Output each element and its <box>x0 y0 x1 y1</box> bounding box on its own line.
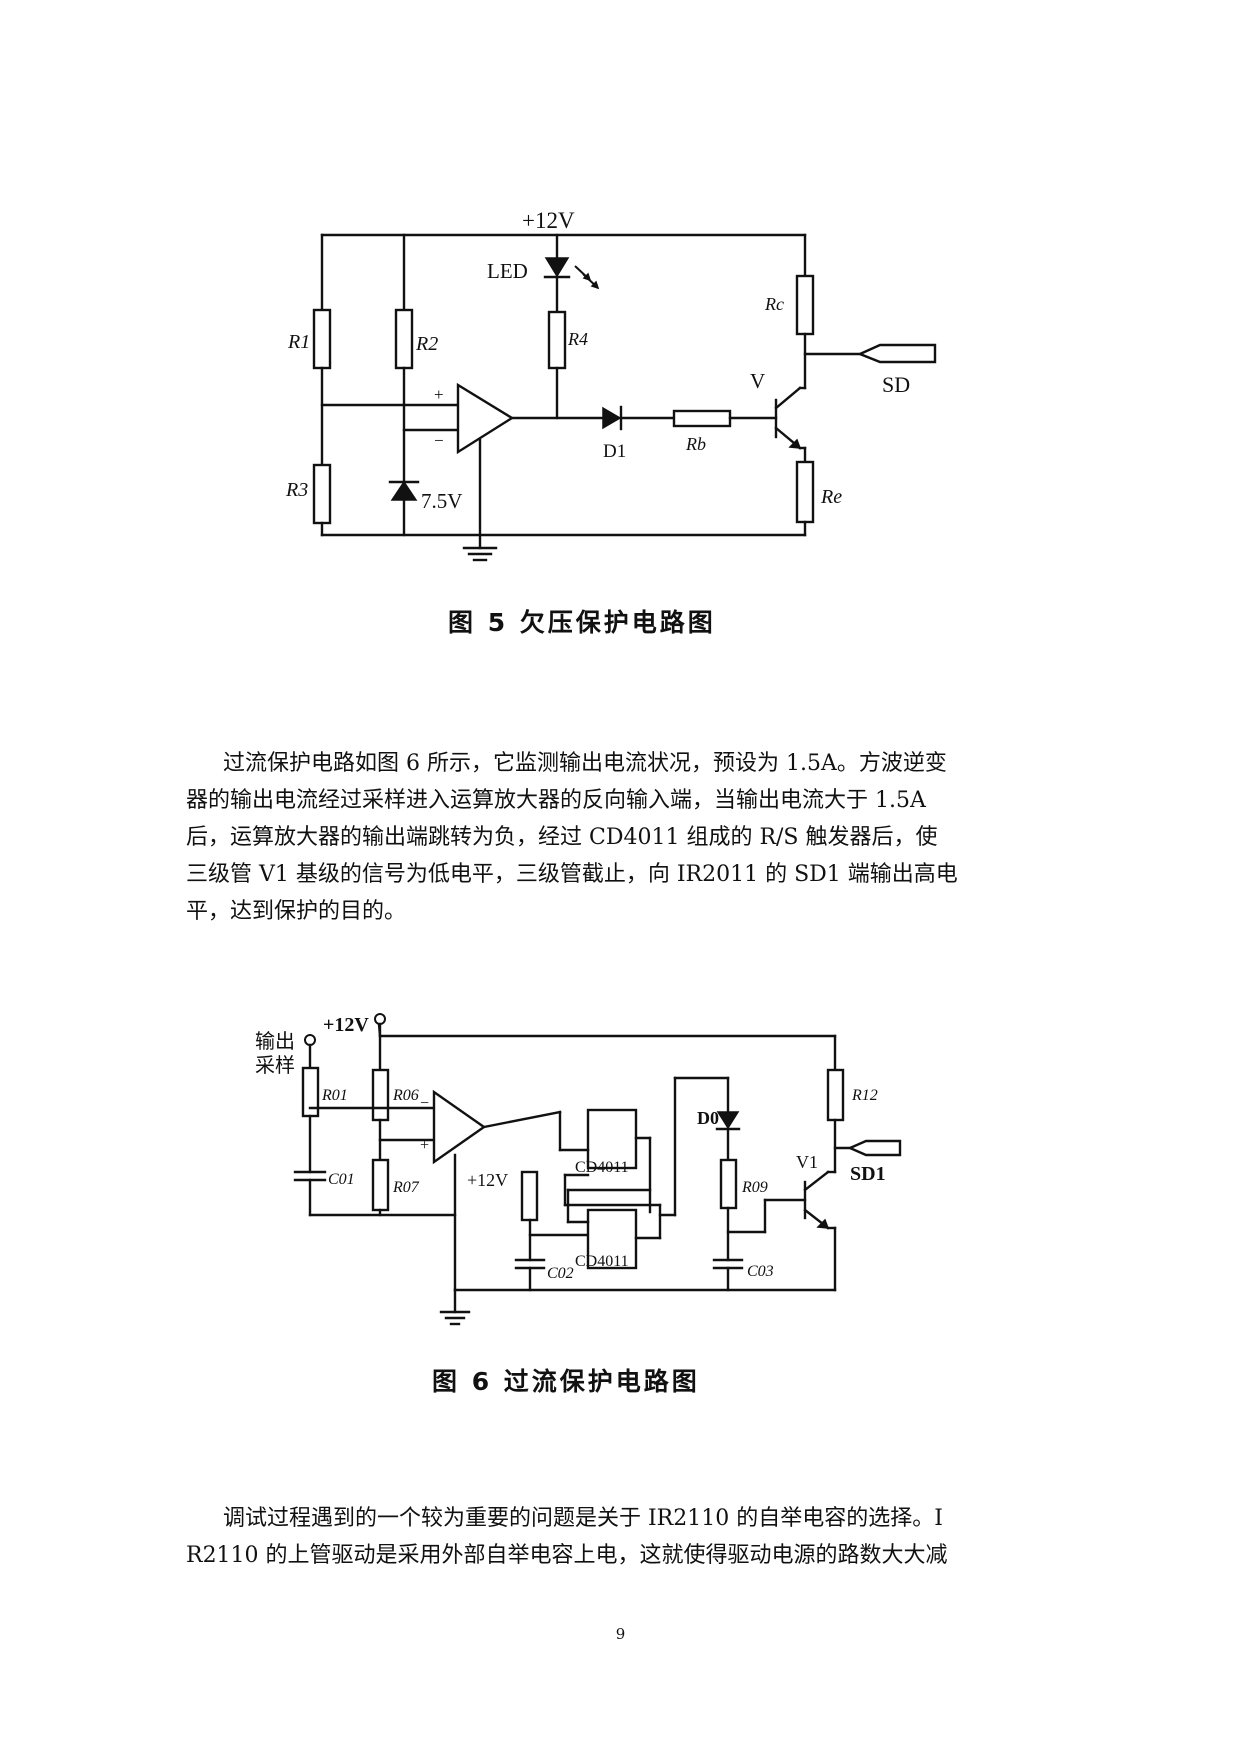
paragraph-line: R2110 的上管驱动是采用外部自举电容上电，这就使得驱动电源的路数大大减 <box>186 1543 948 1568</box>
sample-terminal-icon <box>304 1034 316 1046</box>
resistor-r09 <box>719 1158 738 1210</box>
sd-terminal <box>856 343 937 364</box>
svg-text:+: + <box>434 385 444 404</box>
resistor-r06 <box>371 1068 390 1122</box>
resistor-r3 <box>312 463 332 525</box>
svg-text:SD1: SD1 <box>850 1163 886 1185</box>
paragraph-line: 过流保护电路如图 6 所示，它监测输出电流状况，预设为 1.5A。方波逆变 <box>223 751 947 776</box>
svg-text:SD: SD <box>882 372 910 397</box>
figure6-caption: 图 6 过流保护电路图 <box>432 1367 700 1396</box>
svg-text:R12: R12 <box>851 1087 878 1104</box>
resistor-rc <box>795 274 815 336</box>
svg-text:−: − <box>420 1095 429 1112</box>
svg-text:−: − <box>434 431 444 450</box>
svg-text:+12V: +12V <box>522 208 575 233</box>
diode-d0 <box>716 1111 740 1130</box>
resistor-r07 <box>371 1158 390 1212</box>
sd1-terminal <box>847 1139 902 1157</box>
svg-text:D1: D1 <box>603 441 626 462</box>
svg-text:CD4011: CD4011 <box>575 1159 629 1176</box>
nand-gate-top <box>586 1108 638 1170</box>
figure5-caption: 图 5 欠压保护电路图 <box>448 608 716 637</box>
figure6-schematic: +12V 输出 采样 R01 R06 R07 R09 R12 C01 C02 C… <box>255 1013 902 1326</box>
svg-text:C03: C03 <box>747 1263 774 1280</box>
paragraph-overcurrent: 过流保护电路如图 6 所示，它监测输出电流状况，预设为 1.5A。方波逆变 器的… <box>186 745 1056 930</box>
resistor-rb <box>672 409 732 428</box>
svg-text:C02: C02 <box>547 1265 574 1282</box>
paragraph-line: 平，达到保护的目的。 <box>186 899 407 924</box>
svg-text:CD4011: CD4011 <box>575 1253 629 1270</box>
svg-text:R06: R06 <box>392 1087 419 1104</box>
paragraph-line: 后，运算放大器的输出端跳转为负，经过 CD4011 组成的 R/S 触发器后，使 <box>186 825 938 850</box>
svg-text:7.5V: 7.5V <box>421 489 462 513</box>
paragraph-line: 三级管 V1 基级的信号为低电平，三级管截止，向 IR2011 的 SD1 端输… <box>186 862 958 887</box>
svg-text:+12V: +12V <box>467 1170 508 1190</box>
resistor-re <box>795 460 815 524</box>
svg-text:R1: R1 <box>287 331 310 353</box>
supply-terminal-icon <box>374 1013 386 1025</box>
svg-text:+12V: +12V <box>323 1014 369 1036</box>
svg-text:R07: R07 <box>392 1179 420 1196</box>
svg-text:D0: D0 <box>697 1108 719 1128</box>
svg-text:输出: 输出 <box>255 1030 295 1053</box>
svg-text:R01: R01 <box>321 1087 348 1104</box>
svg-text:采样: 采样 <box>255 1054 295 1077</box>
opamp-fig5 <box>456 382 515 455</box>
resistor-r12 <box>826 1068 845 1122</box>
svg-text:R2: R2 <box>415 333 438 355</box>
resistor-r2 <box>394 308 414 370</box>
svg-text:C01: C01 <box>328 1171 355 1188</box>
nand-gate-bottom <box>586 1208 638 1270</box>
page-number: 9 <box>615 1625 626 1643</box>
svg-text:Rb: Rb <box>685 434 706 454</box>
svg-text:R09: R09 <box>741 1179 768 1196</box>
zener-diode <box>390 480 418 501</box>
resistor-r4 <box>547 310 567 370</box>
svg-text:R3: R3 <box>285 479 308 501</box>
paragraph-line: 调试过程遇到的一个较为重要的问题是关于 IR2110 的自举电容的选择。I <box>223 1506 943 1531</box>
resistor-fig6-aux <box>520 1170 539 1222</box>
resistor-r1 <box>312 308 332 370</box>
paragraph-bootstrap: 调试过程遇到的一个较为重要的问题是关于 IR2110 的自举电容的选择。I R2… <box>186 1500 1056 1574</box>
opamp-fig6 <box>432 1089 487 1165</box>
figure5-schematic: +12V LED R1 R2 R3 R4 Rc Re Rb D1 V SD 7.… <box>285 208 937 562</box>
diode-d1 <box>602 406 622 430</box>
svg-text:V1: V1 <box>796 1152 818 1172</box>
led-icon <box>544 257 570 278</box>
svg-text:R4: R4 <box>567 329 588 349</box>
paragraph-line: 器的输出电流经过采样进入运算放大器的反向输入端，当输出电流大于 1.5A <box>186 788 926 813</box>
svg-text:Rc: Rc <box>764 294 784 314</box>
svg-text:V: V <box>750 369 765 393</box>
svg-text:LED: LED <box>487 259 528 283</box>
svg-text:Re: Re <box>820 486 842 508</box>
svg-text:+: + <box>420 1137 429 1154</box>
